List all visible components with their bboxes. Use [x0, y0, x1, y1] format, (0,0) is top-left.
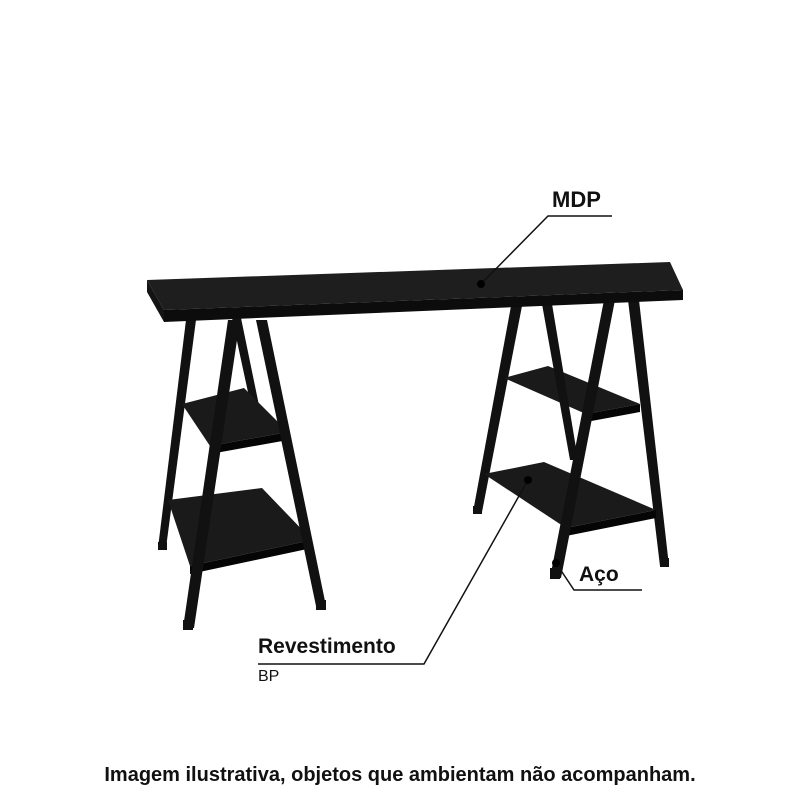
left-front-leg-b [256, 320, 326, 606]
right-lower-shelf-edge [566, 510, 656, 536]
table-top [147, 262, 683, 322]
right-upper-shelf [504, 366, 640, 414]
table-top-side-edge [147, 280, 164, 322]
right-back-leg-b [628, 300, 669, 566]
left-lower-shelf-edge [190, 540, 312, 574]
revestimento-label: Revestimento [258, 635, 396, 658]
mdp-dot [477, 280, 485, 288]
leader-lines [258, 215, 642, 665]
table-top-surface [147, 262, 683, 310]
illustration-disclaimer: Imagem ilustrativa, objetos que ambienta… [104, 764, 696, 786]
table-top-front-edge [164, 290, 683, 322]
right-front-leg-a [542, 304, 578, 460]
aco-label: Aço [579, 563, 619, 586]
right-back-leg-a [473, 306, 522, 512]
left-foot-b [316, 600, 326, 610]
right-foot-b [660, 558, 669, 567]
left-upper-shelf-edge [210, 432, 288, 454]
right-upper-shelf-edge [586, 404, 640, 422]
left-trestle [158, 318, 326, 630]
left-foot-a [183, 620, 193, 630]
leader-dots [477, 280, 560, 567]
right-foot-c [473, 506, 482, 514]
aco-leader [555, 562, 642, 591]
right-trestle [473, 300, 669, 579]
bp-label: BP [258, 668, 280, 685]
revestimento-leader [258, 479, 529, 665]
aco-dot [552, 559, 560, 567]
mdp-leader [480, 215, 612, 285]
left-lower-shelf [168, 488, 312, 566]
left-upper-shelf [182, 388, 288, 446]
left-front-leg-a [183, 320, 240, 628]
revestimento-dot [524, 476, 532, 484]
left-foot-c [158, 542, 167, 550]
right-front-leg-b [550, 300, 615, 578]
left-back-leg-a [158, 320, 196, 548]
mdp-label: MDP [552, 187, 601, 212]
left-back-leg-b [232, 318, 262, 420]
right-foot-a [550, 568, 560, 579]
